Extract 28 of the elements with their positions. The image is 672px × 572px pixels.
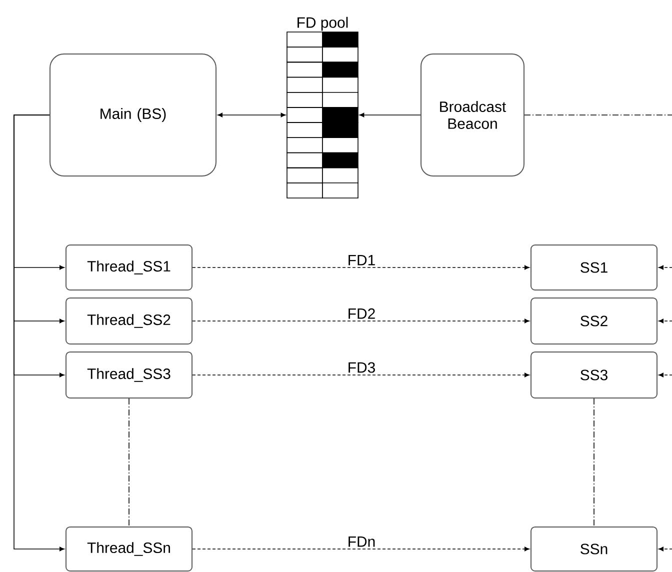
continuation-line bbox=[128, 398, 130, 527]
edge-label: FD2 bbox=[346, 307, 377, 320]
station-box: SS1 bbox=[530, 244, 658, 290]
arrow bbox=[14, 114, 64, 552]
station-box: SS2 bbox=[530, 298, 658, 344]
table-heading: FD pool bbox=[298, 16, 348, 31]
thread-box: Thread_SS1 bbox=[66, 244, 192, 290]
thread-box: Thread_SS3 bbox=[66, 352, 192, 398]
thread-box: Thread_SS2 bbox=[66, 298, 192, 344]
arrow bbox=[192, 372, 530, 378]
dashed-line bbox=[524, 114, 672, 116]
edge-label: FDn bbox=[346, 536, 377, 548]
arrow bbox=[658, 546, 672, 552]
station-box: SSn bbox=[530, 526, 658, 572]
arrow bbox=[658, 265, 672, 270]
arrow bbox=[359, 112, 421, 118]
arrow bbox=[192, 318, 530, 324]
arrow bbox=[192, 265, 530, 270]
edge-label: FD3 bbox=[346, 361, 377, 374]
edge-label: FD1 bbox=[346, 254, 377, 266]
arrow bbox=[658, 318, 672, 324]
process-box: Main (BS) bbox=[50, 54, 216, 176]
process-box: Broadcast Beacon bbox=[420, 54, 524, 176]
thread-box: Thread_SSn bbox=[66, 526, 192, 572]
arrow bbox=[192, 546, 530, 552]
arrow bbox=[218, 112, 286, 118]
arrow bbox=[658, 372, 672, 378]
station-box: SS3 bbox=[530, 352, 658, 398]
